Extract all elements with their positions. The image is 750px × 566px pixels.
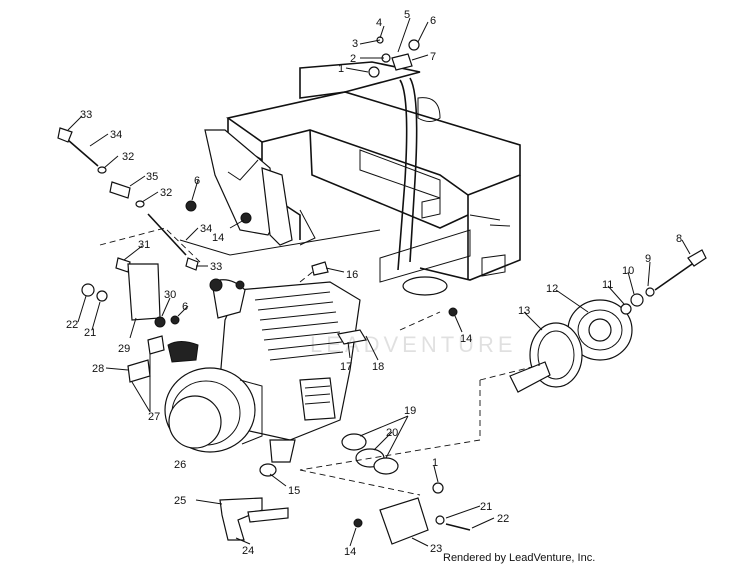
callout-30: 30 xyxy=(164,289,176,301)
callout-27: 27 xyxy=(148,411,160,423)
callout-2: 2 xyxy=(350,53,356,65)
callout-16: 16 xyxy=(346,269,358,281)
callout-26: 26 xyxy=(174,459,186,471)
callout-18: 18 xyxy=(372,361,384,373)
callout-1: 1 xyxy=(432,457,438,469)
callout-21: 21 xyxy=(480,501,492,513)
callout-4: 4 xyxy=(376,17,382,29)
reference-lines xyxy=(99,227,541,496)
callout-15: 15 xyxy=(288,485,300,497)
callout-24: 24 xyxy=(242,545,254,557)
callout-19: 19 xyxy=(404,405,416,417)
callout-34: 34 xyxy=(200,223,212,235)
callout-31: 31 xyxy=(138,239,150,251)
frame-assembly xyxy=(179,61,521,296)
watermark-text: LEADVENTURE xyxy=(310,332,517,357)
callout-32: 32 xyxy=(160,187,172,199)
callout-8: 8 xyxy=(676,233,682,245)
engine xyxy=(209,278,361,463)
callout-labels: 4 5 6 3 2 7 1 33 34 32 35 32 6 34 14 31 … xyxy=(66,9,682,558)
callout-6: 6 xyxy=(430,15,436,27)
callout-32: 32 xyxy=(122,151,134,163)
callout-25: 25 xyxy=(174,495,186,507)
callout-23: 23 xyxy=(430,543,442,555)
callout-1: 1 xyxy=(338,63,344,75)
callout-13: 13 xyxy=(518,305,530,317)
callout-5: 5 xyxy=(404,9,410,21)
drive-clutch xyxy=(509,249,707,393)
leader-lines xyxy=(67,17,691,547)
callout-34: 34 xyxy=(110,129,122,141)
callout-7: 7 xyxy=(430,51,436,63)
callout-9: 9 xyxy=(645,253,651,265)
callout-3: 3 xyxy=(352,38,358,50)
engine-mount-bracket xyxy=(204,129,293,246)
callout-22: 22 xyxy=(66,319,78,331)
callout-11: 11 xyxy=(602,279,613,291)
callout-35: 35 xyxy=(146,171,158,183)
callout-33: 33 xyxy=(210,261,222,273)
callout-14: 14 xyxy=(212,232,224,244)
callout-21: 21 xyxy=(84,327,96,339)
callout-6: 6 xyxy=(194,175,200,187)
callout-6: 6 xyxy=(182,301,188,313)
hardware xyxy=(81,36,471,545)
callout-22: 22 xyxy=(497,513,509,525)
callout-33: 33 xyxy=(80,109,92,121)
linkage-rod xyxy=(57,127,199,271)
callout-14: 14 xyxy=(460,333,472,345)
recoil-starter xyxy=(164,341,263,453)
callout-10: 10 xyxy=(622,265,634,277)
callout-17: 17 xyxy=(340,361,352,373)
callout-12: 12 xyxy=(546,283,558,295)
callout-29: 29 xyxy=(118,343,130,355)
render-credit: Rendered by LeadVenture, Inc. xyxy=(443,552,595,564)
callout-28: 28 xyxy=(92,363,104,375)
callout-20: 20 xyxy=(386,427,398,439)
callout-14: 14 xyxy=(344,546,356,558)
